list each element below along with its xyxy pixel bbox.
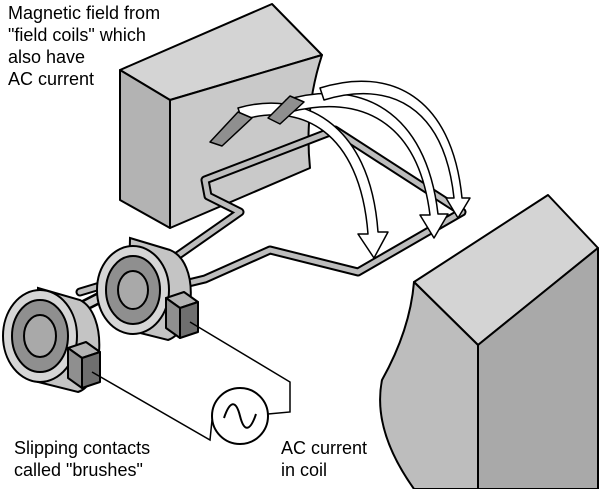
- field-arrow-fin-2: [267, 95, 305, 125]
- field-coils-label-line: "field coils" which: [8, 25, 146, 45]
- circuit-wire-front: [91, 371, 213, 442]
- slip-ring-back-hub: [117, 270, 149, 310]
- brush-back-side: [179, 301, 199, 339]
- slip-ring-front: [2, 286, 101, 394]
- field-coils-label-line: AC current: [8, 69, 95, 89]
- brushes: [67, 291, 199, 389]
- brush-front-side: [81, 351, 101, 389]
- field-coils-label-line: also have: [8, 47, 86, 67]
- external-circuit: [91, 321, 291, 442]
- field-arrow-2: [285, 92, 449, 239]
- field-coils-label-line: Magnetic field from: [8, 3, 161, 23]
- ac-current-label-line: in coil: [281, 460, 328, 480]
- ac-current-label-line: AC current: [281, 438, 368, 458]
- brushes-label: Slipping contacts called "brushes": [14, 437, 150, 481]
- right-pole-front-face: [379, 281, 479, 489]
- slip-ring-front-hub: [23, 314, 57, 358]
- brush-front: [67, 341, 101, 389]
- field-arrow-fin-1: [209, 111, 253, 147]
- right-field-pole: [379, 194, 599, 489]
- ac-current-label: AC current in coil: [281, 437, 367, 481]
- sine-wave-icon: [223, 403, 257, 429]
- field-arrow-3: [319, 80, 471, 219]
- circuit-wire-back: [189, 321, 291, 415]
- right-pole-side-face: [477, 247, 599, 489]
- ac-meter: [211, 387, 269, 445]
- brush-back: [165, 291, 199, 339]
- brushes-label-line: called "brushes": [14, 460, 143, 480]
- field-coils-label: Magnetic field from "field coils" which …: [8, 2, 160, 90]
- brushes-label-line: Slipping contacts: [14, 438, 151, 458]
- magnetic-field-arrows: [209, 80, 471, 259]
